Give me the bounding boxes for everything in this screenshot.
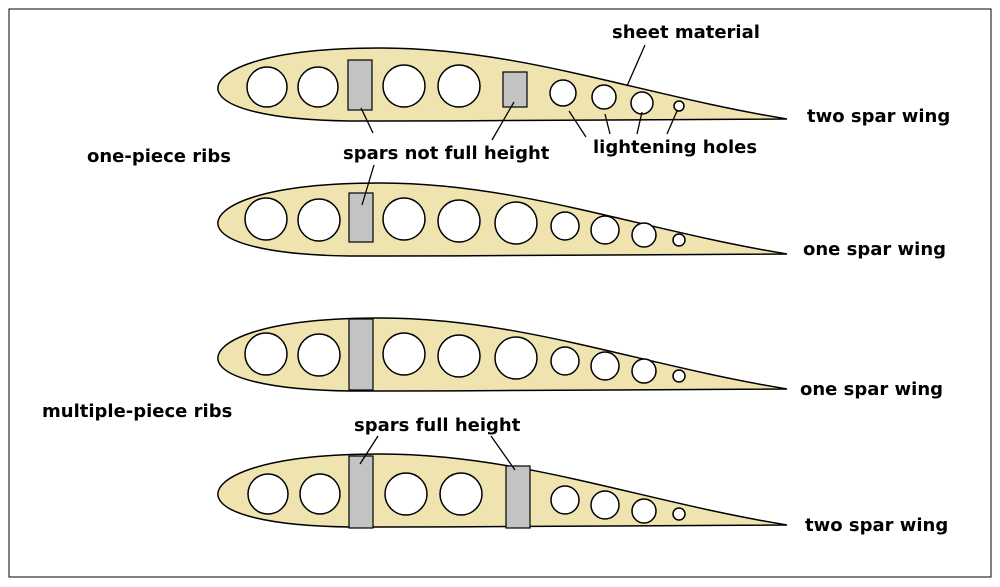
lightening-hole <box>494 201 538 245</box>
lightening-hole <box>550 346 580 376</box>
one-piece-ribs-label: one-piece ribs <box>87 146 231 167</box>
spars <box>348 455 531 529</box>
spars-not-full-height-leader <box>491 101 515 141</box>
spars <box>348 192 374 243</box>
lightening-hole <box>437 64 481 108</box>
lightening-hole <box>439 472 483 516</box>
rib-2: one spar wing <box>217 182 946 260</box>
lightening-holes <box>244 197 686 248</box>
rib-4: two spar wing <box>217 453 948 536</box>
lightening-holes-leader <box>666 110 678 135</box>
lightening-hole <box>591 84 617 110</box>
spars-full-height-leader <box>359 435 379 465</box>
lightening-holes-leader <box>604 113 611 135</box>
lightening-hole <box>244 332 288 376</box>
spars-full-height-leader <box>490 435 516 471</box>
sheet-material-label: sheet material <box>612 22 760 43</box>
lightening-hole <box>631 358 657 384</box>
lightening-hole <box>590 215 620 245</box>
lightening-hole <box>590 490 620 520</box>
spars-not-full-height-label: spars not full height <box>343 143 550 164</box>
lightening-hole <box>673 100 685 112</box>
lightening-hole <box>297 198 341 242</box>
lightening-holes <box>244 332 686 384</box>
multiple-piece-ribs-label: multiple-piece ribs <box>42 401 232 422</box>
lightening-hole <box>549 79 577 107</box>
lightening-holes-leader <box>568 110 587 138</box>
wing-label: two spar wing <box>807 106 950 127</box>
spars-not-full-height-leader <box>361 164 375 206</box>
spar <box>348 318 374 391</box>
spars <box>347 59 528 111</box>
lightening-holes <box>246 64 685 115</box>
spars-full-height-label: spars full height <box>354 415 521 436</box>
lightening-hole <box>494 336 538 380</box>
lightening-hole <box>672 233 686 247</box>
lightening-hole <box>384 472 428 516</box>
wing-label: one spar wing <box>800 379 943 400</box>
lightening-hole <box>299 473 341 515</box>
lightening-holes-leader <box>636 111 643 135</box>
lightening-hole <box>437 334 481 378</box>
lightening-hole <box>631 222 657 248</box>
lightening-hole <box>672 369 686 383</box>
lightening-hole <box>550 485 580 515</box>
lightening-hole <box>382 332 426 376</box>
lightening-hole <box>246 66 288 108</box>
spar <box>348 455 374 529</box>
spars-not-full-height-leader <box>360 107 374 134</box>
spar <box>502 71 528 108</box>
lightening-holes-label: lightening holes <box>593 137 757 158</box>
wing-label: two spar wing <box>805 515 948 536</box>
lightening-hole <box>437 199 481 243</box>
lightening-hole <box>590 351 620 381</box>
rib-3: one spar wing <box>217 317 943 400</box>
lightening-holes <box>247 472 686 524</box>
lightening-hole <box>631 498 657 524</box>
spars <box>348 318 374 391</box>
spar <box>348 192 374 243</box>
callout-lines <box>359 44 678 471</box>
spar <box>347 59 373 111</box>
lightening-hole <box>630 91 654 115</box>
lightening-hole <box>550 211 580 241</box>
lightening-hole <box>672 507 686 521</box>
lightening-hole <box>244 197 288 241</box>
rib-1: two spar wing <box>217 47 950 127</box>
lightening-hole <box>297 333 341 377</box>
wing-label: one spar wing <box>803 239 946 260</box>
lightening-hole <box>297 66 339 108</box>
lightening-hole <box>382 64 426 108</box>
lightening-hole <box>382 197 426 241</box>
lightening-hole <box>247 473 289 515</box>
sheet-material-leader <box>626 44 646 87</box>
spar <box>505 465 531 529</box>
